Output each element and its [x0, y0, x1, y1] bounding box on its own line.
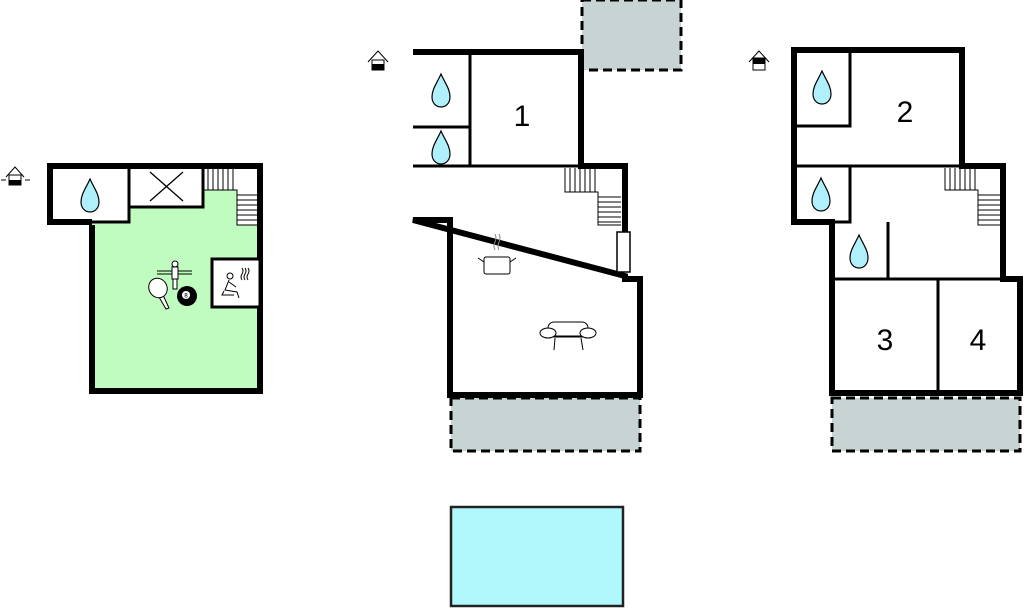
ground-level-icon [367, 50, 389, 71]
water-drop-icon [431, 130, 451, 165]
bedroom-1-label: 1 [514, 100, 531, 133]
water-drop-icon [431, 73, 451, 108]
sofa-icon [539, 321, 597, 351]
water-drop-icon [811, 177, 831, 212]
stairs-icon [203, 168, 260, 226]
cooking-pot-icon [477, 233, 517, 275]
terrace [830, 396, 1022, 453]
pool [449, 505, 625, 608]
table-football-icon [157, 260, 192, 290]
upper-level-icon [748, 50, 770, 71]
stairs-icon [944, 168, 1000, 226]
sauna-icon [221, 267, 250, 299]
bedroom-4-label: 4 [970, 324, 987, 357]
bedroom-3-label: 3 [877, 324, 894, 357]
upper-floor: 2 3 4 [748, 47, 1023, 453]
billiard-ball-icon: 8 [177, 286, 197, 306]
terrace [580, 0, 683, 72]
basement-floor: 8 [1, 163, 263, 394]
sauna [210, 257, 262, 309]
stairs-icon [564, 168, 621, 226]
svg-text:8: 8 [184, 293, 188, 300]
water-drop-icon [812, 70, 832, 105]
terrace [449, 396, 642, 453]
basement-level-icon [1, 166, 30, 186]
table-tennis-icon [148, 277, 170, 310]
water-drop-icon [849, 234, 869, 269]
cross-icon [149, 171, 184, 202]
ground-floor: 1 [367, 0, 683, 608]
stove-icon [616, 231, 631, 273]
bedroom-2-label: 2 [897, 96, 914, 129]
